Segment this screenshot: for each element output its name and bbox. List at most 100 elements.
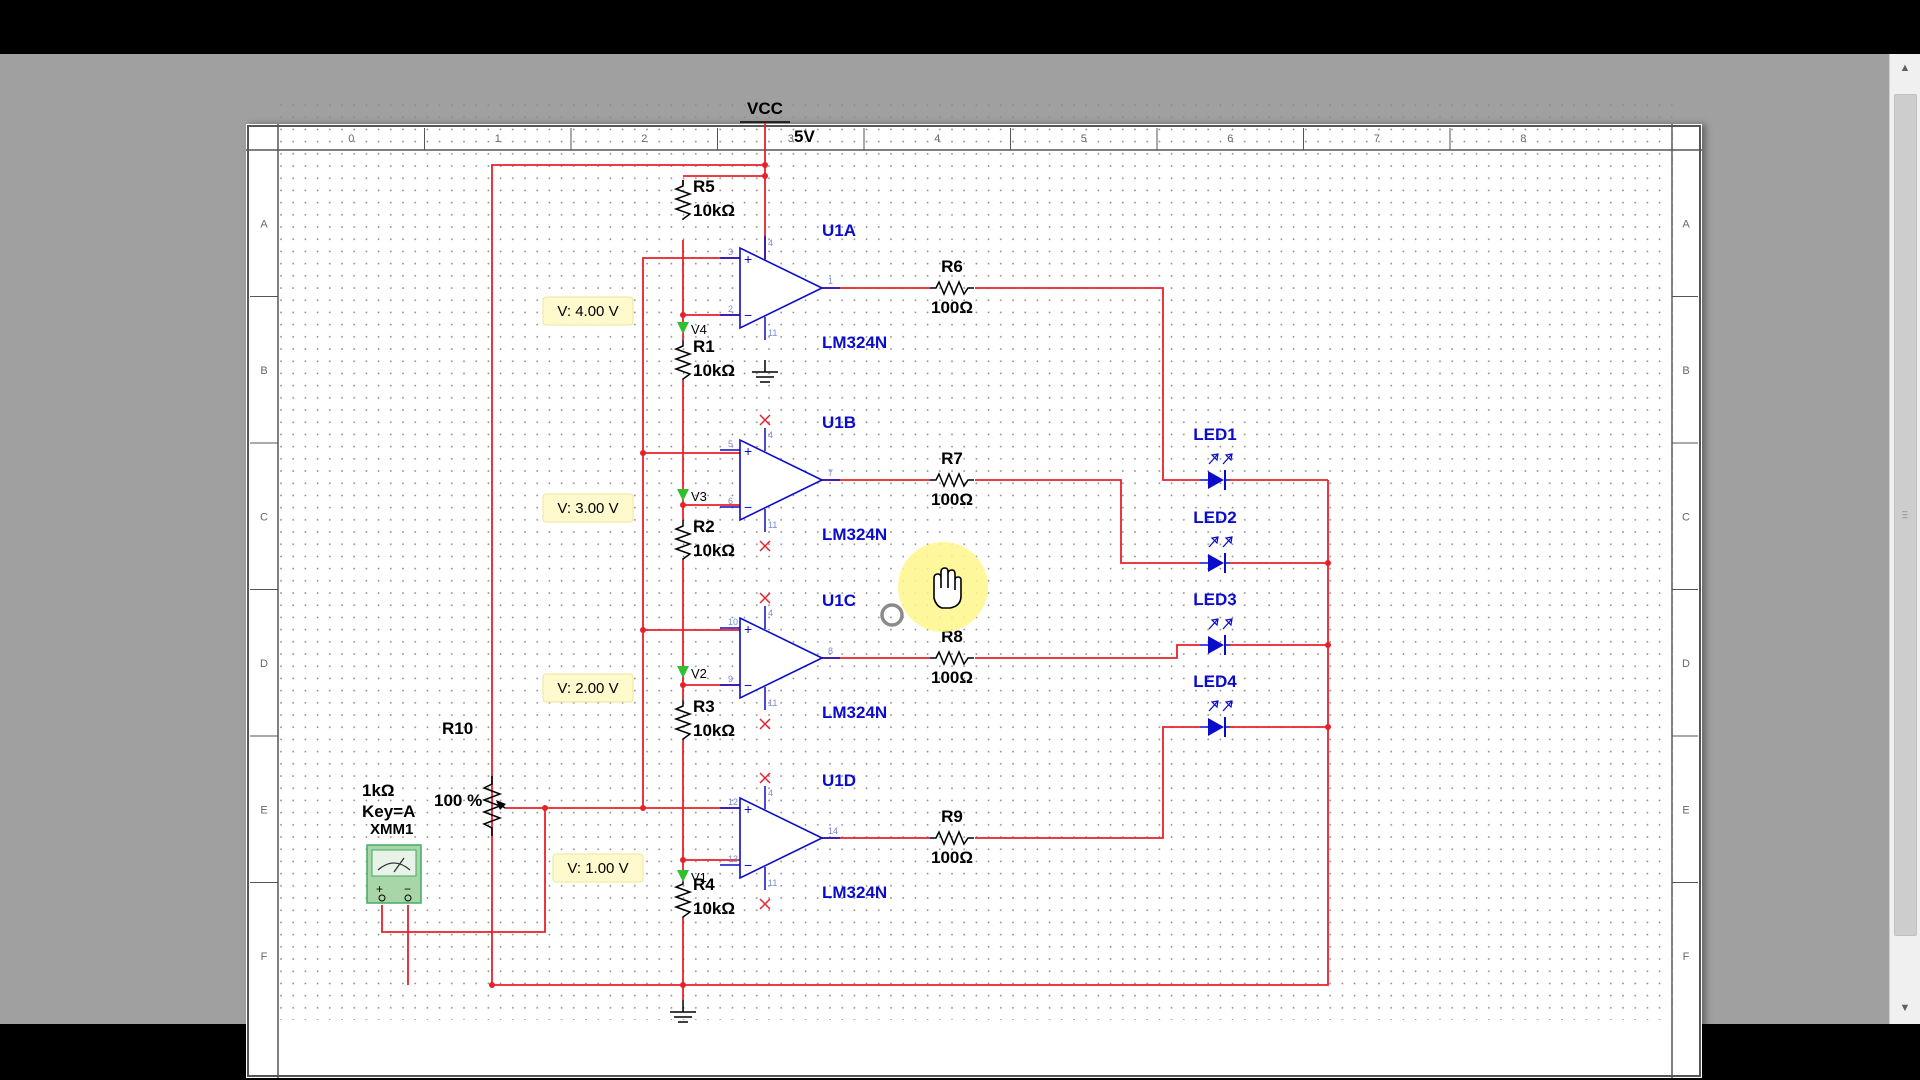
resistor-ref: R3 [693,697,715,716]
voltage-probe-v2[interactable]: V2 V: 2.00 V [542,666,707,703]
resistor-r4[interactable]: R4 10kΩ [673,875,735,918]
resistor-value: 100Ω [931,298,973,317]
pin-number: 13 [728,854,738,864]
ruler-row-label: E [260,804,267,816]
vertical-scrollbar[interactable]: ▲ ‒‒‒ ▼ [1889,54,1920,1024]
plus-input-icon: + [744,443,752,459]
pot-ref: R10 [442,719,473,738]
opamp-ref: U1D [822,771,856,790]
ruler-row-label: F [261,951,268,963]
ground-symbol [670,360,778,1023]
resistor-value: 10kΩ [693,541,735,560]
probe-name: V2 [691,666,707,681]
probe-marker-icon [677,489,689,501]
ruler-row-label: A [1682,218,1690,230]
potentiometer-r10[interactable]: R10 1kΩ Key=A 100 % [362,719,506,836]
ruler-row-label: D [260,658,268,670]
pin-number: 4 [768,608,773,618]
multimeter-xmm1[interactable]: XMM1 + − [366,821,422,904]
pin-number: 9 [728,674,733,684]
resistor-ref: R5 [693,177,715,196]
pin-number: 6 [728,496,733,506]
ruler-row-label: E [1682,804,1689,816]
hand-cursor-icon [880,542,988,632]
vcc-label: VCC [747,99,783,118]
ruler-row-label: D [1682,658,1690,670]
pin-number: 3 [728,247,733,257]
pin-number: 1 [828,276,833,286]
probe-marker-icon [677,870,689,882]
wires[interactable] [381,122,1329,1000]
scroll-down-arrow-icon[interactable]: ▼ [1899,1002,1911,1014]
ruler-row-label: C [260,511,268,523]
opamp-part: LM324N [822,883,887,902]
voltage-probe-v3[interactable]: V3V: 3.00 V [542,489,707,523]
scroll-thumb[interactable]: ‒‒‒ [1894,94,1917,936]
voltage-probe-v4[interactable]: V4 V: 4.00 V [542,296,707,337]
pin-number: 7 [828,468,833,478]
resistor-ref: R4 [693,875,715,894]
ruler-row-label: A [260,218,268,230]
resistor-value: 100Ω [931,490,973,509]
probe-reading: V: 3.00 V [557,500,618,517]
resistor-ref: R2 [693,517,715,536]
led-label: LED3 [1193,590,1236,609]
pin-number: 11 [768,878,777,888]
minus-input-icon: − [744,677,752,693]
resistor-r6[interactable]: R6 100Ω [930,257,974,317]
probe-reading: V: 4.00 V [557,303,618,320]
pin-number: 5 [728,439,733,449]
ruler-row-label: C [1682,511,1690,523]
minus-input-icon: − [744,307,752,323]
led-2[interactable]: LED2 [1193,508,1237,573]
ruler-row-label: F [1683,951,1690,963]
opamp-u1c[interactable]: + − 10 9 4 11 8 U1C LM324N [720,591,887,730]
pin-number: 8 [828,646,833,656]
opamp-ref: U1A [822,221,856,240]
pin-number: 10 [728,617,738,627]
grip-icon: ‒‒‒ [1902,506,1908,522]
probe-reading: V: 2.00 V [557,680,618,697]
pin-number: 2 [728,304,733,314]
led-label: LED4 [1193,672,1237,691]
voltage-probe-v1[interactable]: V1 V: 1.00 V [552,853,707,885]
led-label: LED1 [1193,425,1236,444]
plus-input-icon: + [744,801,752,817]
probe-reading: V: 1.00 V [567,860,628,877]
scroll-up-arrow-icon[interactable]: ▲ [1899,62,1911,74]
opamp-ref: U1B [822,413,856,432]
pin-number: 11 [768,698,777,708]
led-1[interactable]: LED1 [1193,425,1237,490]
probe-marker-icon [677,322,689,334]
pin-number: 14 [828,826,838,836]
resistor-value: 100Ω [931,668,973,687]
resistor-ref: R6 [941,257,963,276]
minus-input-icon: − [744,857,752,873]
led-3[interactable]: LED3 [1193,590,1237,655]
opamp-part: LM324N [822,333,887,352]
vcc-value: 5V [794,127,815,146]
probe-name: V4 [691,322,707,337]
probe-name: V1 [691,870,707,885]
led-4[interactable]: LED4 [1193,672,1237,737]
opamp-ref: U1C [822,591,856,610]
pot-key: Key=A [362,802,415,821]
pin-number: 4 [768,430,773,440]
plus-input-icon: + [744,621,752,637]
resistor-value: 10kΩ [693,899,735,918]
resistor-r2[interactable]: R2 10kΩ [673,517,735,560]
vcc-symbol[interactable]: VCC 5V [740,99,815,146]
meter-minus-icon: − [404,882,411,896]
probe-marker-icon [677,666,689,678]
pin-number: 4 [768,788,773,798]
opamp-part: LM324N [822,703,887,722]
